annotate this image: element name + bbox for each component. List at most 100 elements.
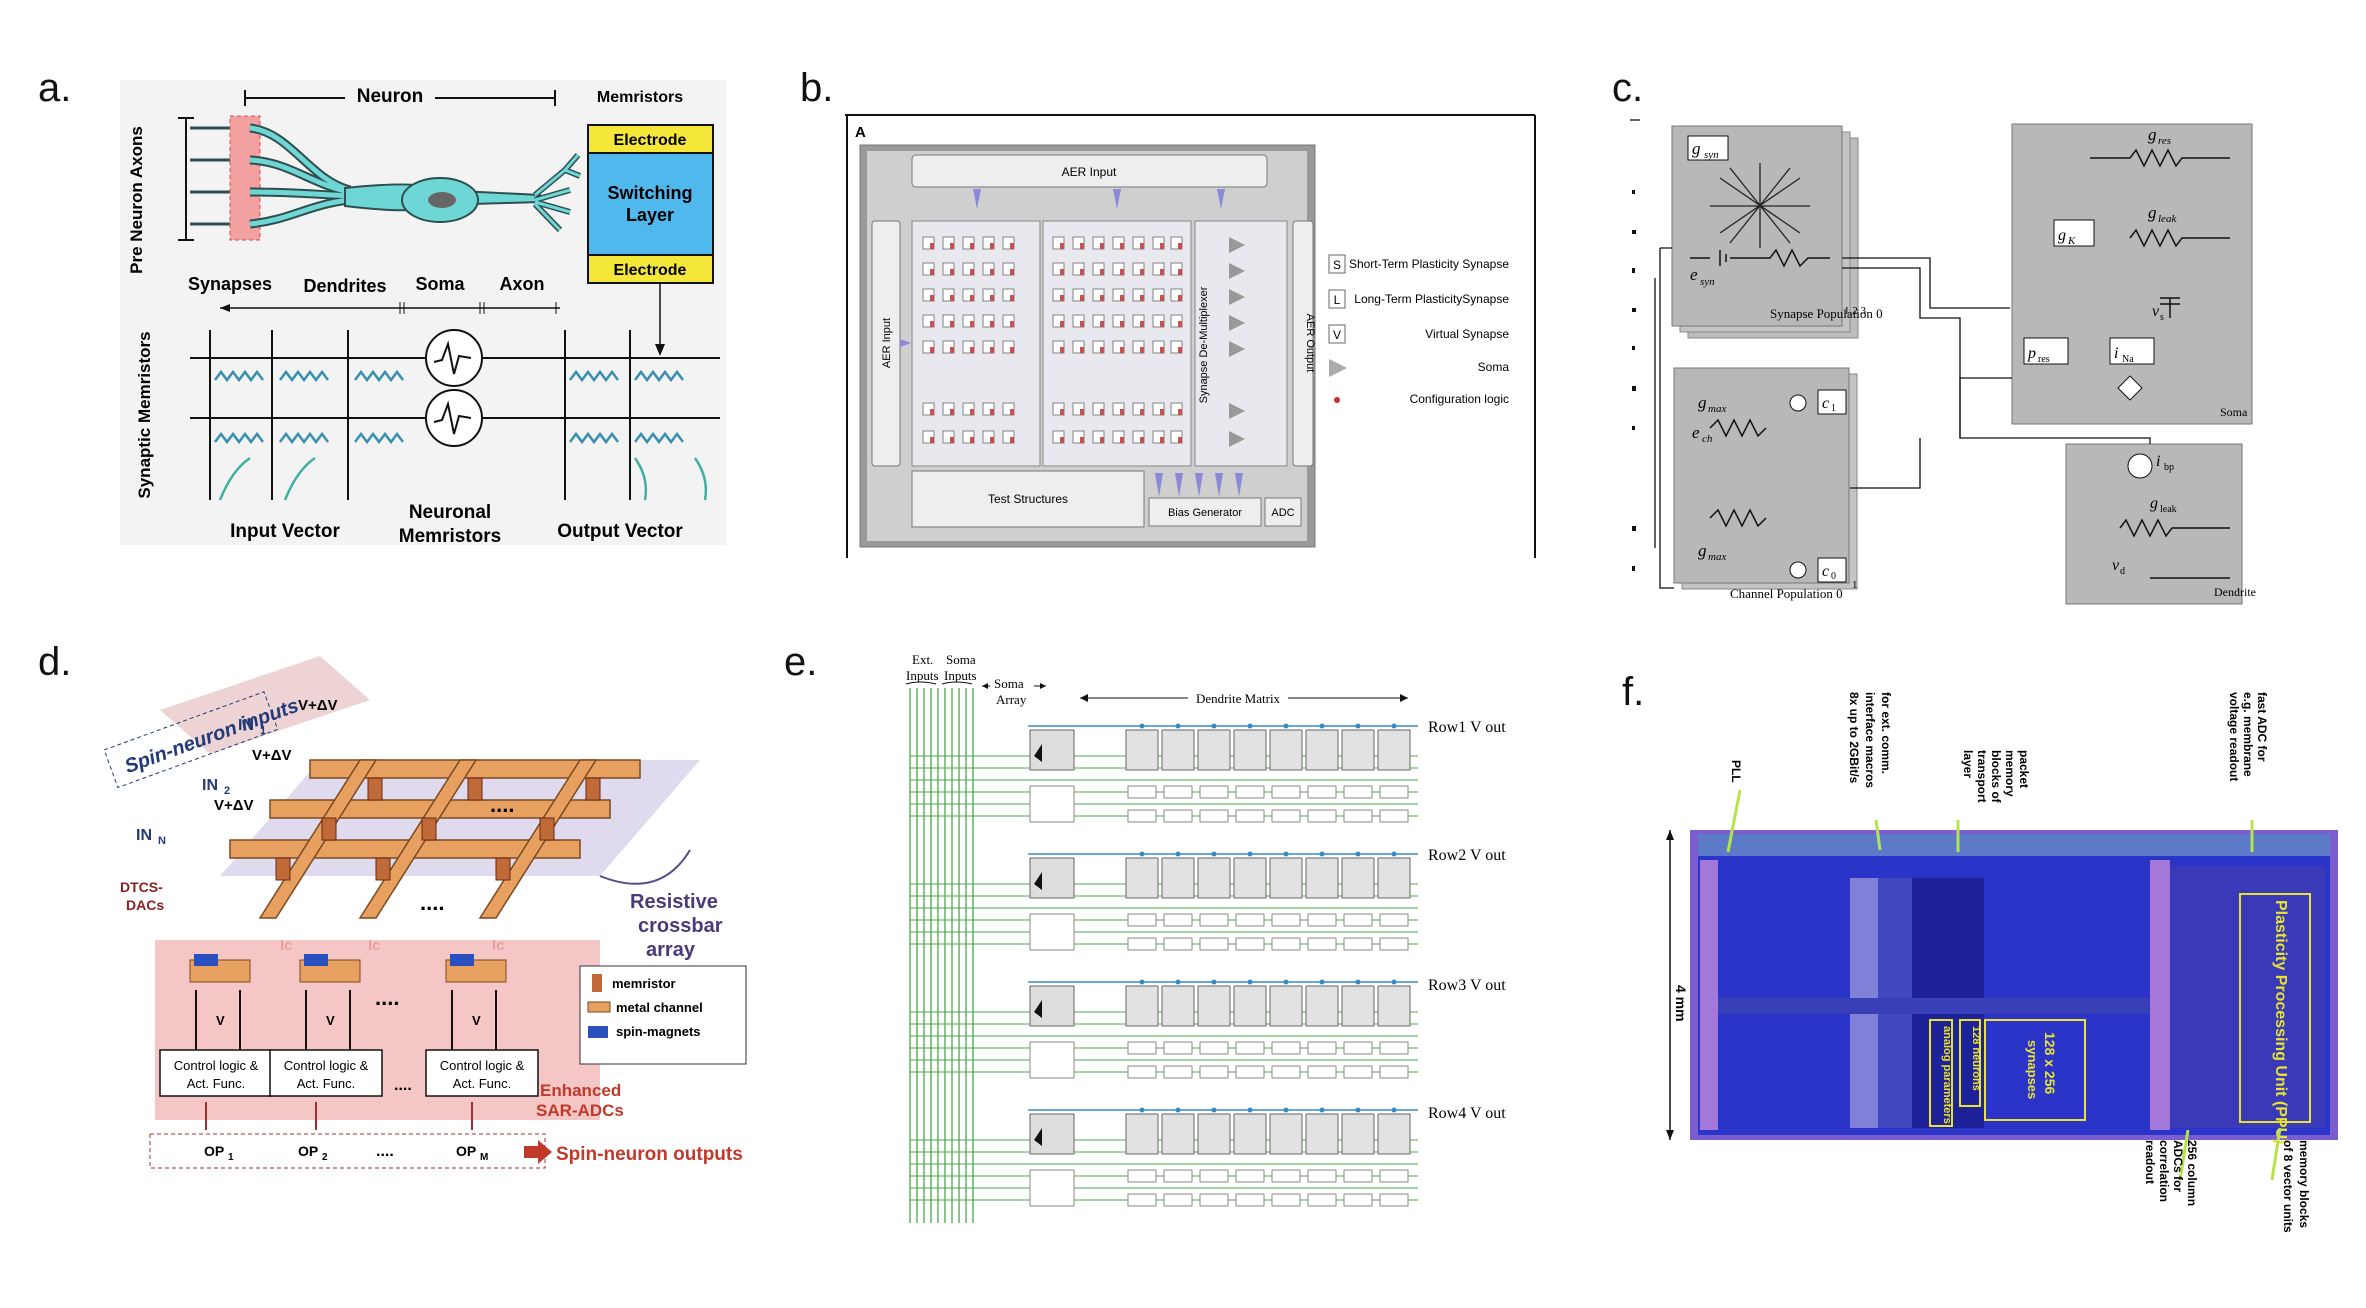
svg-text:V+ΔV: V+ΔV: [214, 797, 254, 814]
svg-text:e: e: [1690, 265, 1698, 284]
dendrite-sub-cell: [1163, 785, 1193, 799]
synapse-cell-marker: [930, 295, 934, 301]
ppu-region: [2239, 893, 2311, 1123]
synapse-cell-marker: [990, 409, 994, 415]
row-node: [1355, 723, 1361, 729]
svg-text:Inputs: Inputs: [944, 668, 977, 683]
legend-config-glyph: [1334, 397, 1340, 403]
svg-text:Soma: Soma: [994, 676, 1024, 691]
svg-text:layer: layer: [1961, 750, 1975, 778]
dendrite-sub-cell: [1271, 1193, 1301, 1207]
svg-text:d: d: [2120, 566, 2125, 577]
synapse-cell-marker: [1160, 409, 1164, 415]
svg-text:2: 2: [322, 1152, 328, 1163]
dendrite-sub-cell: [1307, 913, 1337, 927]
row4-label: Row4 V out: [1428, 1105, 1506, 1122]
synapse-cell-marker: [1010, 409, 1014, 415]
soma-box: [2011, 123, 2253, 425]
svg-text:of 8 vector units: of 8 vector units: [2281, 1140, 2295, 1233]
axon-label: Axon: [500, 274, 545, 294]
sub-label-a: A: [855, 124, 866, 141]
row-node: [1391, 851, 1397, 857]
synapse-cell-marker: [1160, 347, 1164, 353]
enhanced-label-1: Enhanced: [540, 1081, 621, 1100]
dendrite-sub-cell: [1163, 1193, 1193, 1207]
svg-text:g: g: [2058, 227, 2066, 244]
soma-amp: [1034, 744, 1042, 762]
synapse-cell-marker: [930, 321, 934, 327]
resistive-label-2: crossbar: [638, 915, 723, 937]
dendrite-cell: [1161, 985, 1195, 1027]
soma-amp: [1034, 1128, 1042, 1146]
dendrite-sub-cell: [1235, 1065, 1265, 1079]
panel-b-chip-architecture: A AER Input AER Input AER Output Synapse…: [845, 114, 1536, 558]
synapse-cell-marker: [1080, 437, 1084, 443]
dendrite-sub-cell: [1163, 809, 1193, 823]
svg-text:g: g: [2150, 495, 2158, 512]
dendrite-sub-cell: [1127, 809, 1157, 823]
svg-text:1: 1: [260, 725, 266, 737]
dendrite-sub-cell: [1235, 1169, 1265, 1183]
synapse-cell-marker: [1010, 243, 1014, 249]
synapse-cell-marker: [1140, 409, 1144, 415]
dendrite-sub-cell: [1199, 1065, 1229, 1079]
synapse-cell-marker: [1080, 347, 1084, 353]
svg-text:V+ΔV: V+ΔV: [252, 747, 292, 764]
neuron-shape: [249, 123, 582, 233]
svg-text:Dendrite: Dendrite: [2214, 585, 2256, 599]
svg-text:syn: syn: [1704, 149, 1719, 161]
synapse-cell-marker: [1060, 437, 1064, 443]
svg-text:M: M: [480, 1152, 488, 1163]
synapse-cell-marker: [930, 269, 934, 275]
synapse-cell-marker: [990, 347, 994, 353]
synapse-cell-marker: [1080, 243, 1084, 249]
svg-text:transport: transport: [1975, 750, 1989, 803]
panel-e-dendrite-matrix: Ext. Inputs Soma Inputs Soma Array Dendr…: [905, 652, 1506, 1223]
output-vector-label: Output Vector: [557, 521, 683, 542]
dendrite-cell: [1197, 729, 1231, 771]
legend-glyph-box: [1328, 324, 1346, 344]
row-node: [1391, 979, 1397, 985]
synapse-cell-marker: [1120, 321, 1124, 327]
dendrite-cell: [1377, 729, 1411, 771]
synapse-cell-marker: [970, 321, 974, 327]
dendrite-sub-cell: [1307, 1169, 1337, 1183]
switching-label-1: Switching: [608, 183, 693, 203]
row-node: [1247, 851, 1253, 857]
synapse-cell-marker: [1080, 269, 1084, 275]
svg-text:leak: leak: [2158, 213, 2177, 225]
svg-text:interface macros: interface macros: [1863, 692, 1877, 788]
dendrite-cell: [1377, 1113, 1411, 1155]
legend-soma-glyph: [1329, 359, 1347, 377]
dendrite-cell: [1233, 1113, 1267, 1155]
svg-text:res: res: [2038, 354, 2050, 365]
row-node: [1247, 979, 1253, 985]
synapse-cell-marker: [950, 321, 954, 327]
neuronal-memristors: [425, 329, 483, 447]
resistive-label-1: Resistive: [630, 891, 718, 913]
dendrite-cell: [1341, 985, 1375, 1027]
margin-marks: [1632, 190, 1636, 571]
synapse-cell-marker: [970, 409, 974, 415]
dendrites-label: Dendrites: [303, 276, 386, 296]
svg-text:IN: IN: [202, 777, 218, 794]
synapse-cell-marker: [1010, 347, 1014, 353]
dendrite-cell: [1161, 1113, 1195, 1155]
synapse-cell-marker: [1160, 437, 1164, 443]
synapse-cell-marker: [1060, 321, 1064, 327]
dendrite-sub-cell: [1199, 1193, 1229, 1207]
synapse-cell-marker: [950, 409, 954, 415]
aer-input-top: [911, 154, 1268, 188]
synapse-cell-marker: [930, 243, 934, 249]
row-node: [1355, 1107, 1361, 1113]
svg-text:Array: Array: [996, 692, 1027, 707]
synapse-cell-marker: [1010, 269, 1014, 275]
dendrite-sub-cell: [1343, 913, 1373, 927]
svg-text:analog parameters: analog parameters: [1941, 1026, 1953, 1124]
neuronal-label-1: Neuronal: [409, 502, 491, 523]
synapse-cell-marker: [1140, 269, 1144, 275]
synapse-cell-marker: [930, 409, 934, 415]
dendrite-sub-cell: [1343, 1041, 1373, 1055]
svg-text:IN: IN: [136, 827, 152, 844]
bus-arrows: [900, 189, 1243, 497]
